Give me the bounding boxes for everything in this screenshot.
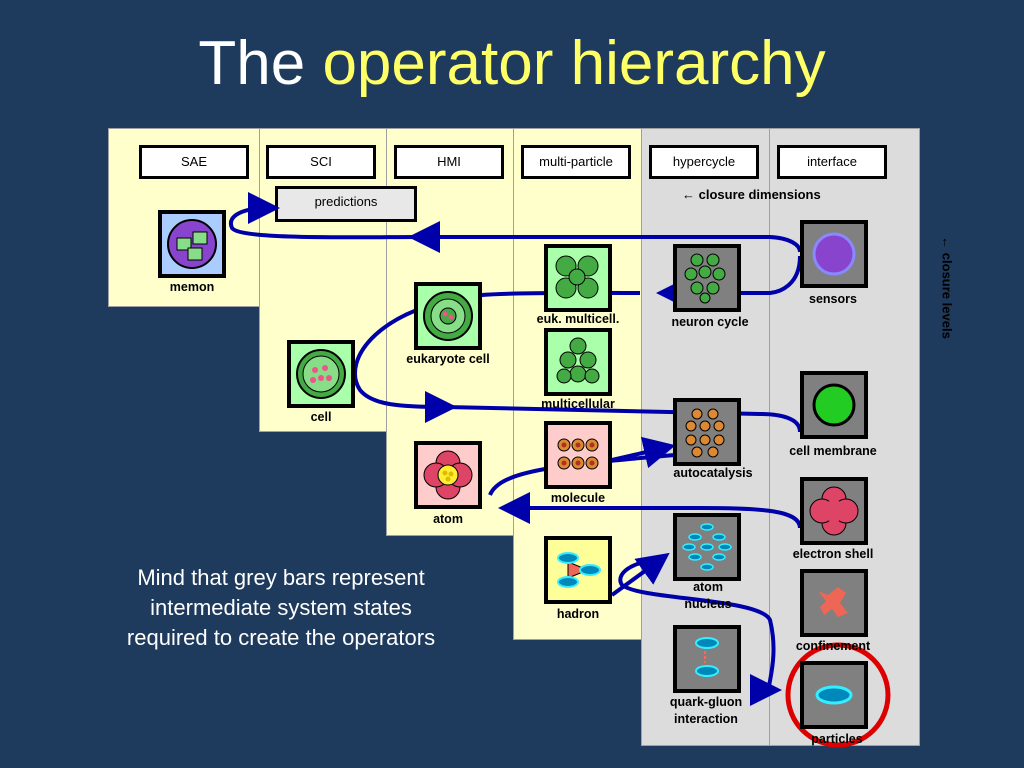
molecule-label: molecule [550,491,606,505]
sensors-node [800,220,868,288]
eukaryote-cell-node [414,282,482,350]
molecule-icon [557,438,599,470]
particles-icon [815,685,853,705]
quark-gluon-node [673,625,741,693]
header-hmi: HMI [394,145,504,179]
autocatalysis-label: autocatalysis [673,466,753,480]
multicellular-label: multicellular [541,397,615,411]
atom-label: atom [433,512,463,526]
header-multi-particle: multi-particle [521,145,631,179]
sensors-icon [812,232,856,276]
header-interface: interface [777,145,887,179]
footnote: Mind that grey bars represent intermedia… [126,565,436,650]
arrow-memon-to-predictions [228,192,421,240]
eukaryote-cell-label: eukaryote cell [406,352,490,366]
hadron-icon [557,552,601,588]
atom-icon [423,450,473,500]
arrow-hadron-to-nucleus [610,552,670,597]
cell-label: cell [310,410,332,424]
closure-dimensions-label: ← closure dimensions [682,187,821,202]
cell-membrane-icon [812,383,856,427]
header-hypercycle: hypercycle [649,145,759,179]
atom-nucleus-icon [682,523,732,571]
euk-multicell-icon [555,255,599,299]
atom-nucleus-node [673,513,741,581]
confinement-label: confinement [795,639,871,653]
electron-shell-node [800,477,868,545]
confinement-node [800,569,868,637]
quark-gluon-label: quark-gluon interaction [669,695,743,726]
arrow-shell-to-atom [498,492,802,529]
cell-membrane-node [800,371,868,439]
electron-shell-label: electron shell [792,547,874,561]
confinement-icon [818,587,848,617]
euk-multicell-node [544,244,612,312]
neuron-cycle-node [673,244,741,312]
predictions-box: predictions [275,186,417,222]
highlight-circle [785,642,891,748]
arrow-autocat-to-atom [488,453,676,496]
cell-node [287,340,355,408]
neuron-cycle-label: neuron cycle [671,315,749,329]
title-highlight: operator hierarchy [322,29,826,98]
arrow-nucleus-loop [618,558,782,706]
title-main: The [198,29,306,98]
molecule-node [544,421,612,489]
slide-title: The operator hierarchy [0,28,1024,99]
electron-shell-icon [809,486,859,536]
atom-node [414,441,482,509]
arrow-membrane-to-cell [444,405,802,433]
sensors-label: sensors [809,292,857,306]
arrow-sensors-to-eukaryote [408,221,802,253]
neuron-cycle-icon [684,253,726,304]
hadron-label: hadron [556,607,600,621]
cell-icon [296,349,346,399]
autocatalysis-icon [685,408,725,458]
header-sae: SAE [139,145,249,179]
memon-node [158,210,226,278]
multicellular-icon [556,337,600,384]
hadron-node [544,536,612,604]
quark-gluon-icon [695,637,719,677]
cell-membrane-label: cell membrane [789,444,877,458]
euk-multicell-label: euk. multicell. [536,312,620,326]
arrow-neuron-to-euk-multicell [656,255,802,309]
atom-nucleus-label: atom nucleus [684,580,732,611]
header-sci: SCI [266,145,376,179]
multicellular-node [544,328,612,396]
memon-icon [167,219,217,269]
autocatalysis-node [673,398,741,466]
memon-label: memon [169,280,215,294]
particles-node [800,661,868,729]
eukaryote-cell-icon [423,291,473,341]
particles-label: particles [811,732,863,746]
